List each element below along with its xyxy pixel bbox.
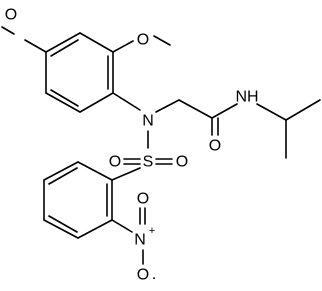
methoxy-top-bond (112, 40, 134, 53)
atom-o-methoxy-left: O (5, 7, 17, 24)
ch2-carbonyl-bond (178, 99, 213, 119)
ring1-bond (45, 92, 81, 113)
n-ch2-bond (155, 99, 180, 113)
s-ring-bond (111, 167, 141, 181)
ring1-bond (45, 32, 81, 53)
atom-o-methoxy-top: O (137, 32, 149, 49)
atom-o-sulfonyl-left: O (109, 154, 121, 171)
methoxy-top-methyl-bond (153, 35, 171, 46)
ring-nitro-bond (111, 219, 133, 233)
nitrophenyl-ring (43, 161, 113, 239)
ring2-bond (43, 161, 79, 181)
ring-n-bond (112, 92, 141, 111)
isopropyl-methyl-bond (285, 99, 321, 121)
atom-o-carbonyl: O (209, 138, 221, 155)
methoxy-left-methyl-bond (1, 26, 15, 35)
atom-s-sulfonyl: S (143, 154, 154, 171)
ring2-bond (43, 219, 79, 239)
atom-o-nitro-top: O (137, 191, 149, 208)
atom-o-nitro-bottom: O (137, 267, 149, 284)
nh-ch-bond (256, 103, 287, 121)
ring1-inner-bond (50, 89, 79, 107)
ring2-bond (77, 219, 113, 239)
methoxy-left-bond (24, 39, 47, 53)
ring2-inner-bond (48, 215, 78, 233)
ring1-inner-bond (50, 39, 79, 57)
dimethoxyphenyl-ring (45, 32, 114, 113)
ring1-bond (79, 92, 114, 113)
ring2-inner-bond (48, 167, 78, 185)
atom-o-sulfonyl-right: O (176, 154, 188, 171)
atom-nh-amide: NH (235, 89, 258, 106)
nitro-charge-label: + (149, 225, 155, 237)
nitro-radical-label: · (151, 270, 156, 287)
atom-n-amine: N (142, 113, 154, 130)
ring2-bond (77, 161, 113, 181)
atom-n-nitro: N (134, 232, 146, 249)
carbonyl-nh-bond (211, 103, 238, 119)
ring1-bond (79, 32, 114, 53)
